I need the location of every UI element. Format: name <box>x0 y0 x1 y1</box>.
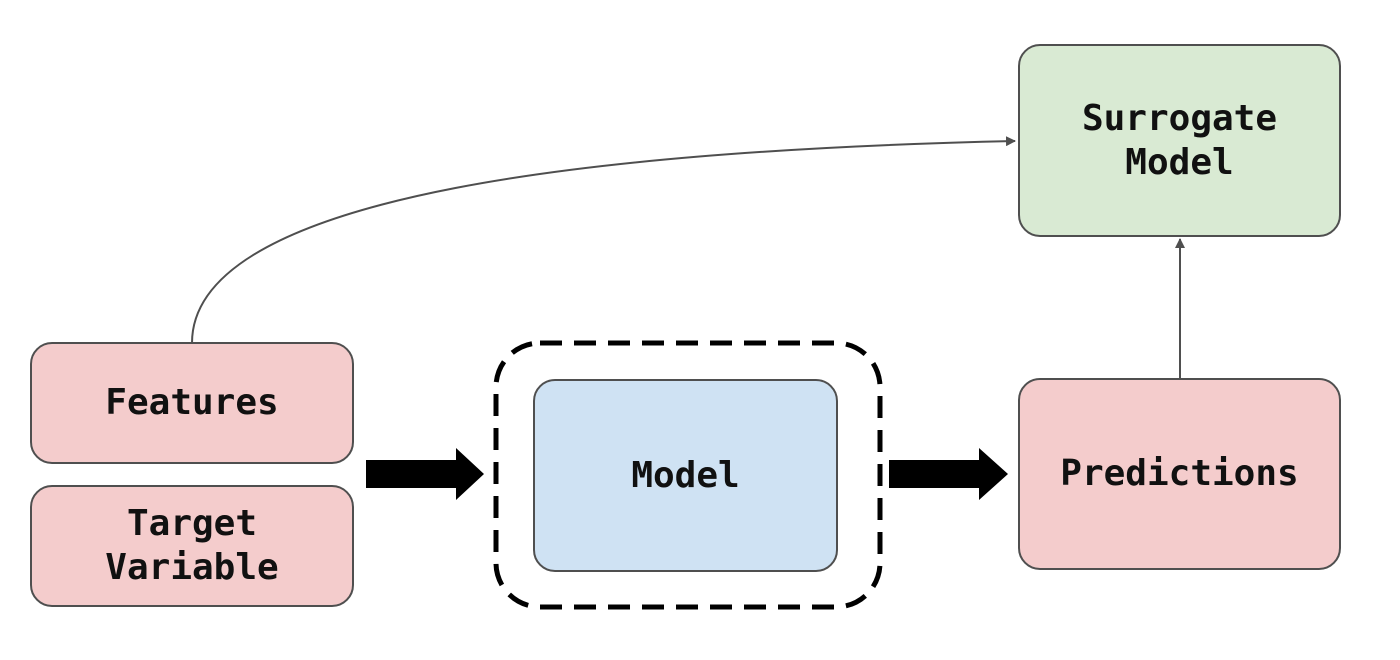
features-node: Features <box>30 342 354 464</box>
predictions-node: Predictions <box>1018 378 1341 570</box>
inputs-to-model-arrow <box>366 448 484 500</box>
features-to-surrogate-arrow <box>191 136 1016 344</box>
model-to-predictions-arrow <box>889 448 1008 500</box>
features-label: Features <box>105 382 279 423</box>
model-label: Model <box>631 454 740 496</box>
target-variable-label: Target Variable <box>105 503 279 588</box>
model-dashed-boundary <box>493 340 883 610</box>
predictions-label: Predictions <box>1060 453 1299 494</box>
surrogate-model-node: Surrogate Model <box>1018 44 1341 237</box>
surrogate-model-label: Surrogate Model <box>1081 97 1278 183</box>
target-variable-node: Target Variable <box>30 485 354 607</box>
model-node: Model <box>533 379 838 572</box>
